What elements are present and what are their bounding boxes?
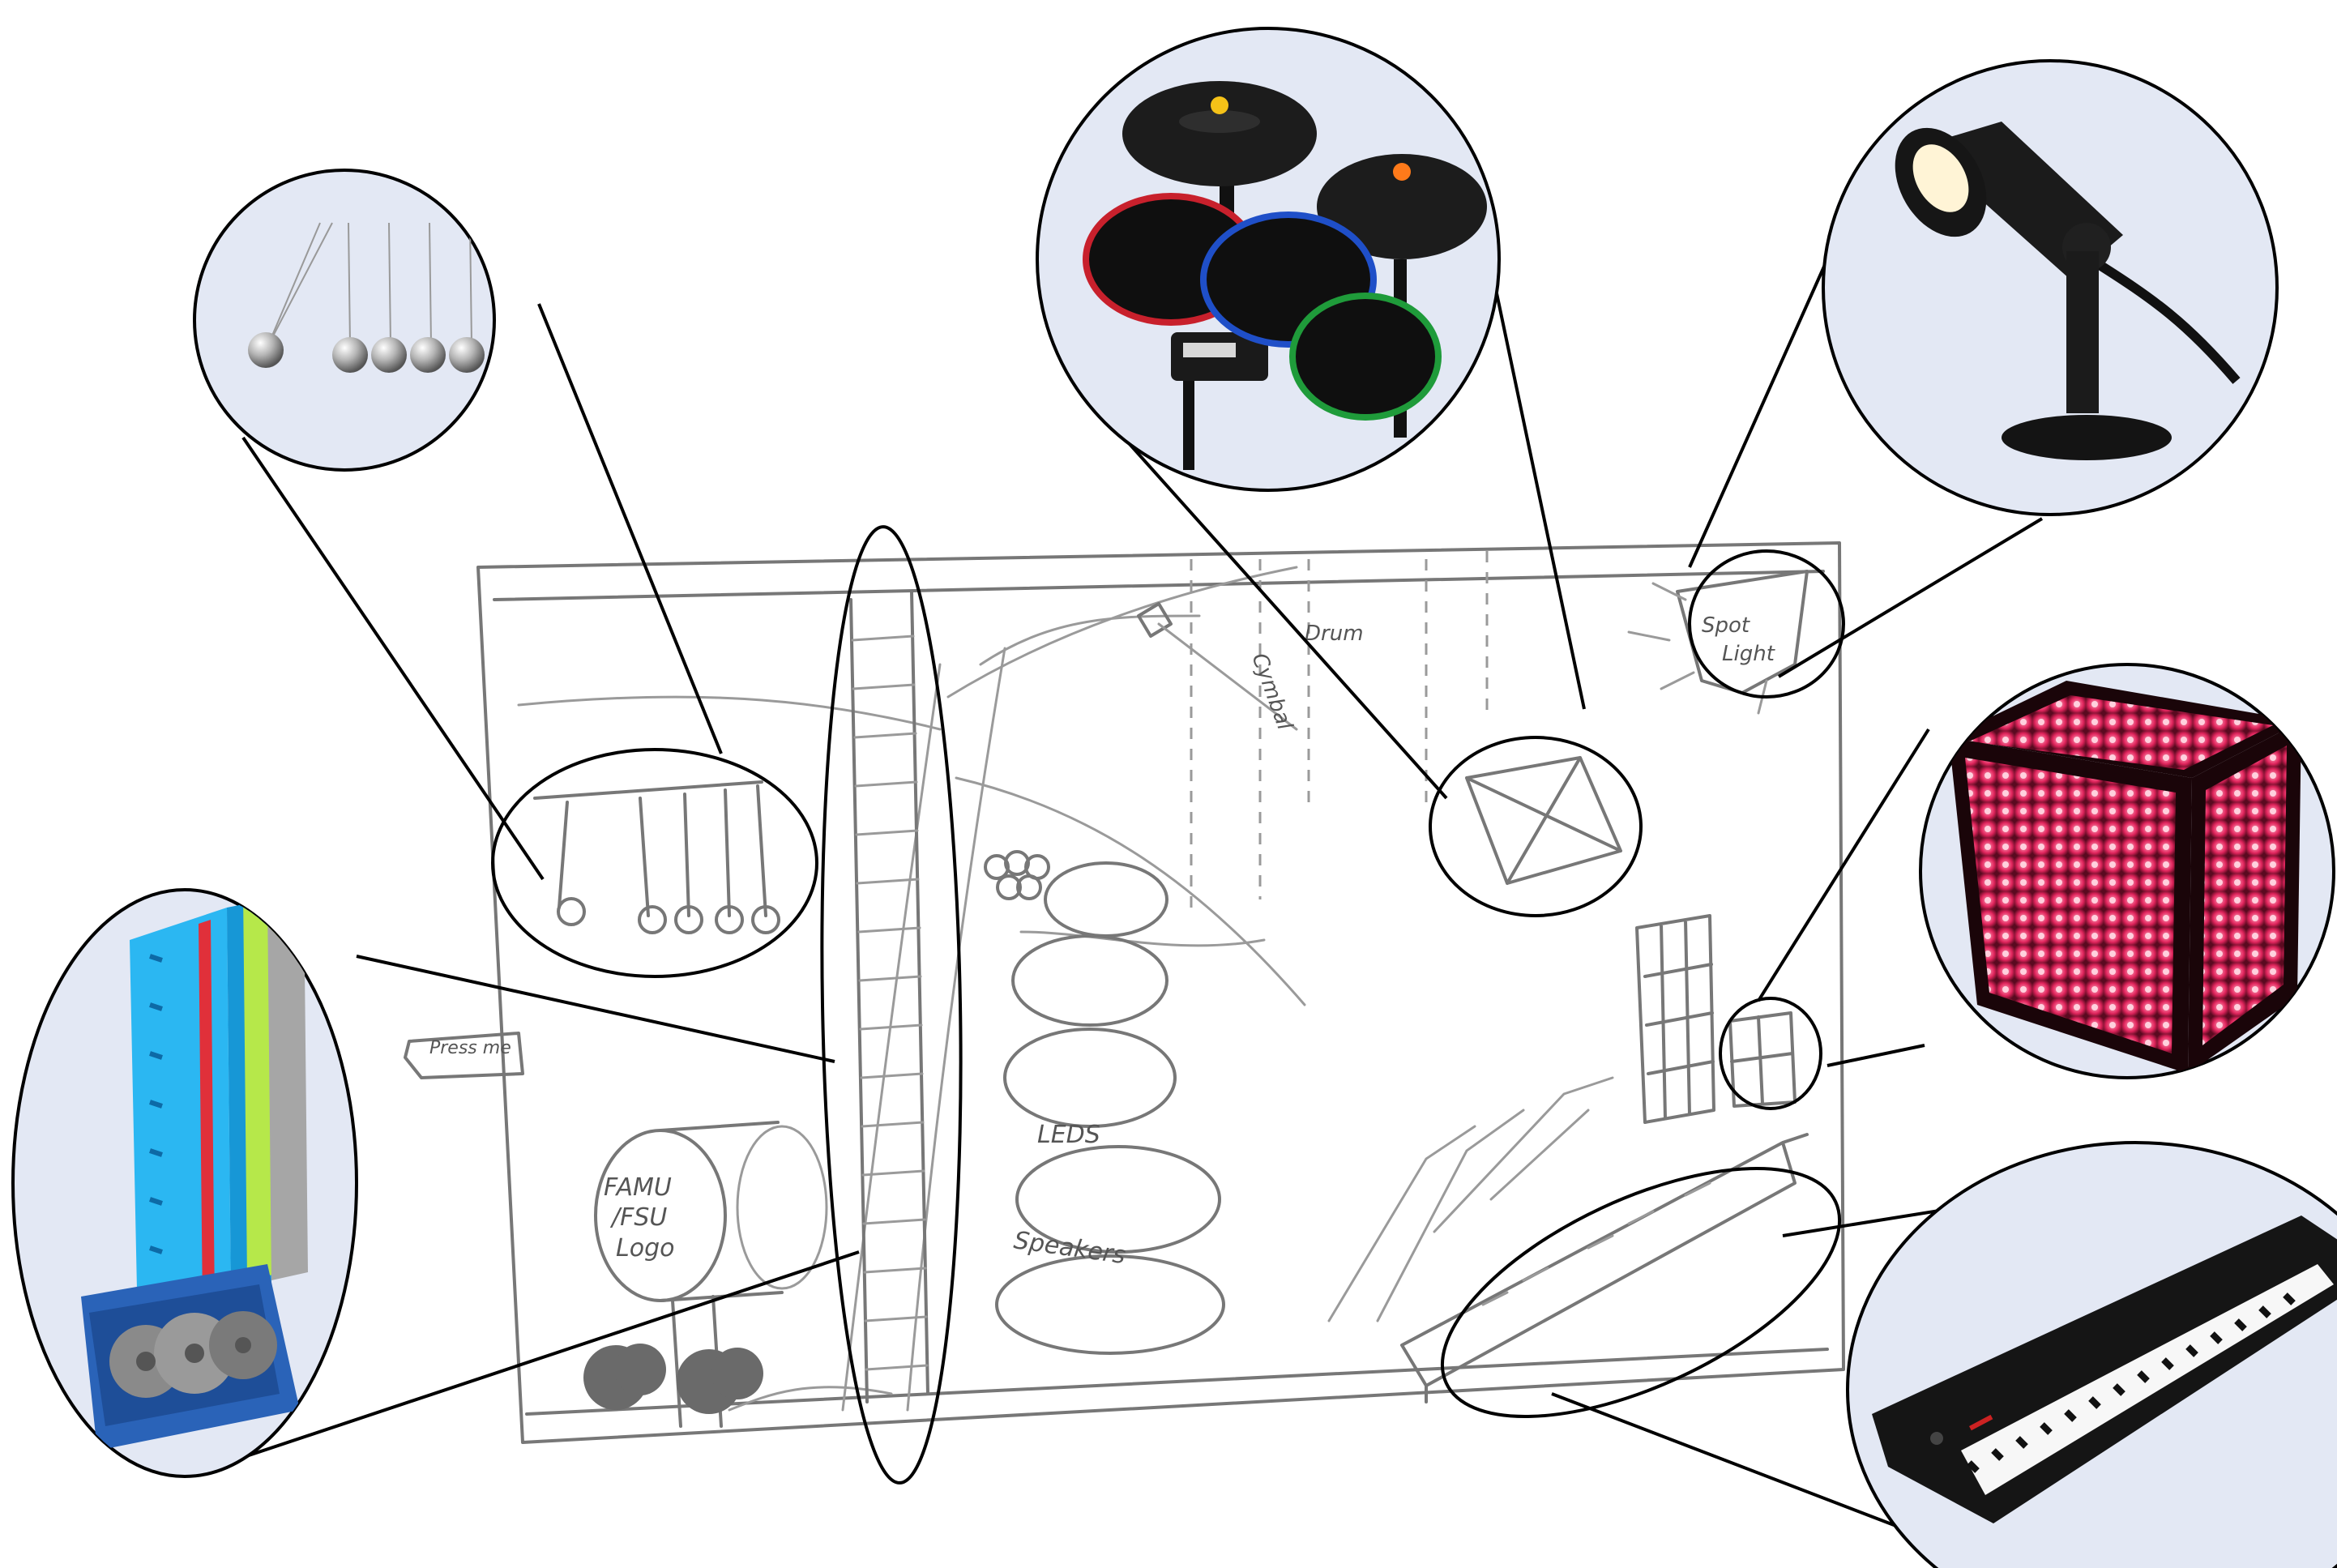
spiral-slide-sketch bbox=[985, 852, 1224, 1353]
spotlight-label-line2: Light bbox=[1722, 642, 1775, 666]
speakers-label: Speakers bbox=[1012, 1226, 1127, 1270]
pencil-sketch: LEDS Speakers Press me FAMU /FSU Logo Dr… bbox=[405, 543, 1844, 1442]
cymbal-label: Cymbal bbox=[1246, 650, 1297, 734]
newtons-cradle-callout bbox=[194, 170, 494, 470]
ring-ladder bbox=[814, 526, 969, 1485]
ladder-tower-cad-callout bbox=[13, 883, 357, 1476]
spotlight-callout bbox=[1823, 61, 2277, 515]
logo-label-line1: FAMU bbox=[604, 1173, 672, 1202]
drum-kit-callout bbox=[1037, 28, 1499, 490]
ring-newtons-cradle bbox=[493, 750, 817, 976]
logo-label-line2: /FSU bbox=[609, 1203, 667, 1232]
hands-sketch bbox=[1329, 1078, 1613, 1321]
infinity-cube-callout bbox=[1920, 664, 2334, 1078]
grid-tower-sketch bbox=[1637, 916, 1714, 1122]
drum-box-sketch bbox=[1467, 758, 1621, 883]
keyboard-piano-callout bbox=[1848, 1143, 2337, 1568]
press-me-label: Press me bbox=[429, 1038, 511, 1058]
leds-label: LEDS bbox=[1037, 1121, 1100, 1149]
drum-label: Drum bbox=[1305, 622, 1364, 646]
logo-label-line3: Logo bbox=[616, 1234, 674, 1263]
tree bbox=[519, 567, 1305, 1410]
ring-keyboard bbox=[1407, 1117, 1875, 1468]
newtons-cradle-sketch bbox=[535, 782, 779, 933]
spotlight-label-line1: Spot bbox=[1702, 613, 1750, 638]
